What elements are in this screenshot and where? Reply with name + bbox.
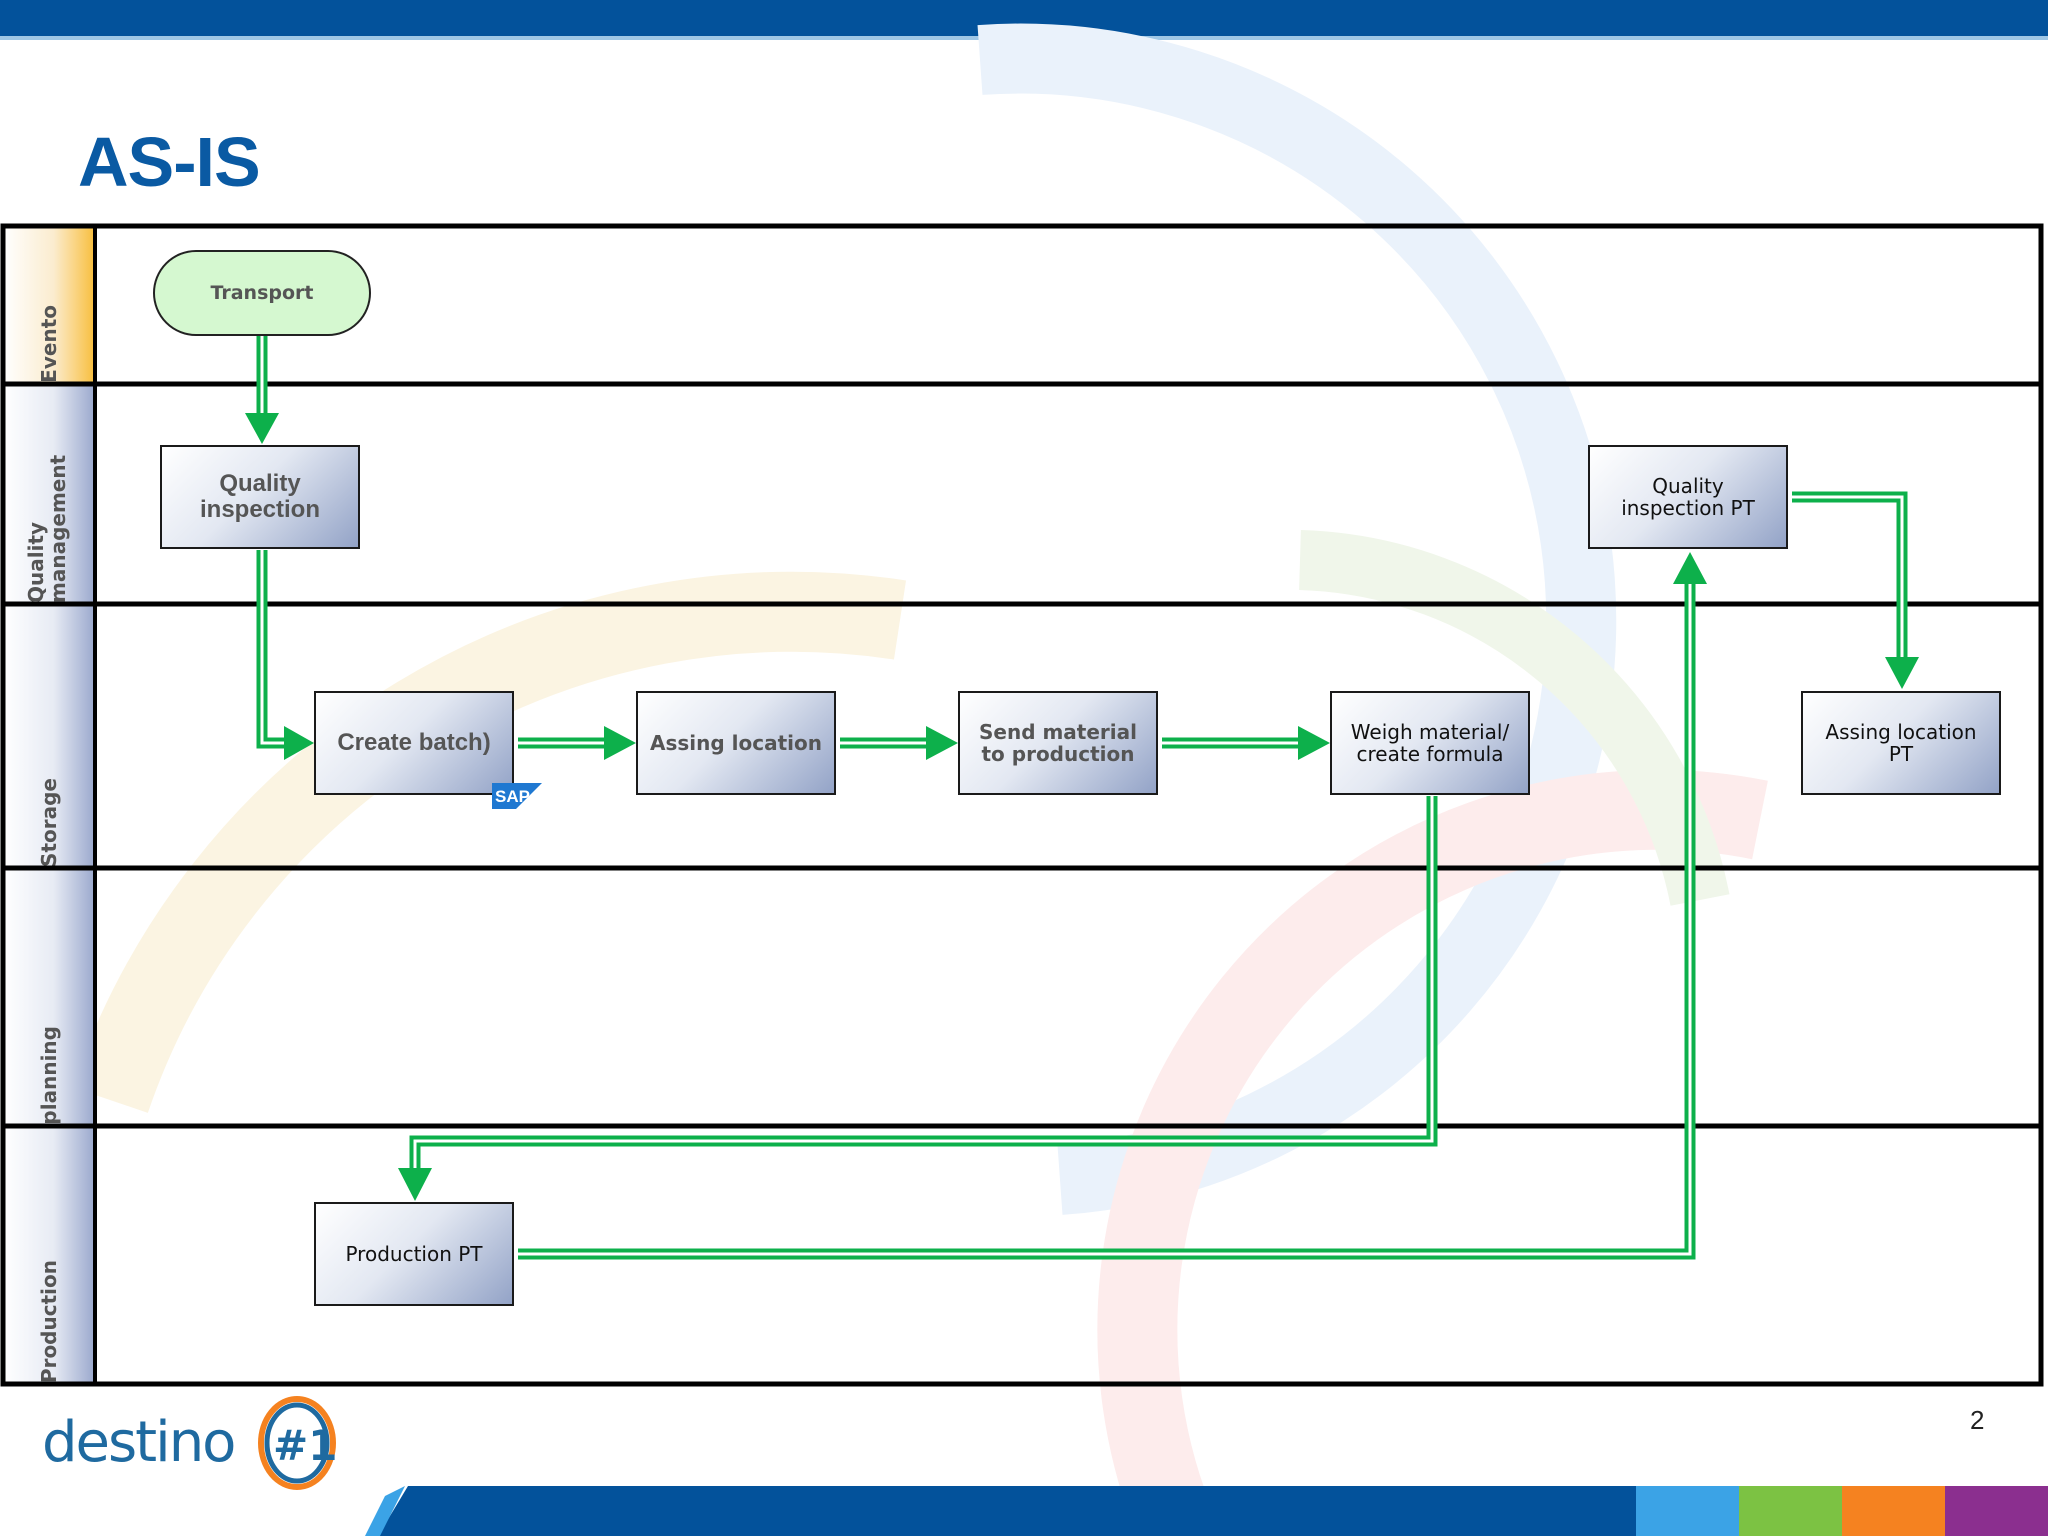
node-assing-location-pt: Assing location PT (1801, 691, 2001, 795)
sap-logo-icon: SAP (492, 783, 542, 809)
arrowhead (1885, 657, 1919, 689)
connector-quality-pt-to-location-pt (1792, 491, 1908, 660)
lane-label-storage: Storage (37, 778, 61, 867)
svg-text:#1: #1 (273, 1421, 337, 1470)
lane-label-planning: planning (37, 1026, 61, 1125)
connector-weigh-to-production (409, 796, 1438, 1170)
node-transport: Transport (153, 250, 371, 336)
connector-production-to-quality-pt (518, 580, 1696, 1260)
node-weigh-material: Weigh material/ create formula (1330, 691, 1530, 795)
lane-header-quality (3, 385, 95, 603)
logo-badge-icon: #1 (258, 1396, 337, 1490)
logo-wordmark: destino (42, 1410, 236, 1475)
node-quality-inspection-pt: Quality inspection PT (1588, 445, 1788, 549)
arrowhead (284, 726, 314, 760)
lane-header-evento (3, 226, 95, 383)
lane-label-evento: Evento (37, 305, 61, 383)
page-number: 2 (1970, 1405, 1985, 1435)
node-assing-location: Assing location (636, 691, 836, 795)
node-send-material: Send material to production (958, 691, 1158, 795)
arrowhead (604, 726, 636, 760)
lane-header-storage (3, 605, 95, 867)
bottom-stripe (365, 1486, 2048, 1536)
arrowhead (398, 1168, 432, 1201)
connector-quality-to-batch (256, 550, 288, 749)
node-production-pt: Production PT (314, 1202, 514, 1306)
node-create-batch: Create batch) (314, 691, 514, 795)
svg-text:SAP: SAP (495, 787, 530, 806)
lane-label-production: Production (37, 1259, 61, 1383)
page-title: AS-IS (78, 123, 261, 201)
lane-header-planning (3, 869, 95, 1125)
arrowhead (1298, 726, 1330, 760)
arrowhead (245, 413, 279, 444)
destino-logo: destino #1 (42, 1388, 342, 1498)
arrowhead (926, 726, 958, 760)
lane-header-production (3, 1127, 95, 1383)
arrowhead (1673, 552, 1707, 584)
swimlane-frame (0, 223, 2044, 1387)
node-quality-inspection: Quality inspection (160, 445, 360, 549)
lane-label-quality-management: Quality management (24, 454, 70, 603)
